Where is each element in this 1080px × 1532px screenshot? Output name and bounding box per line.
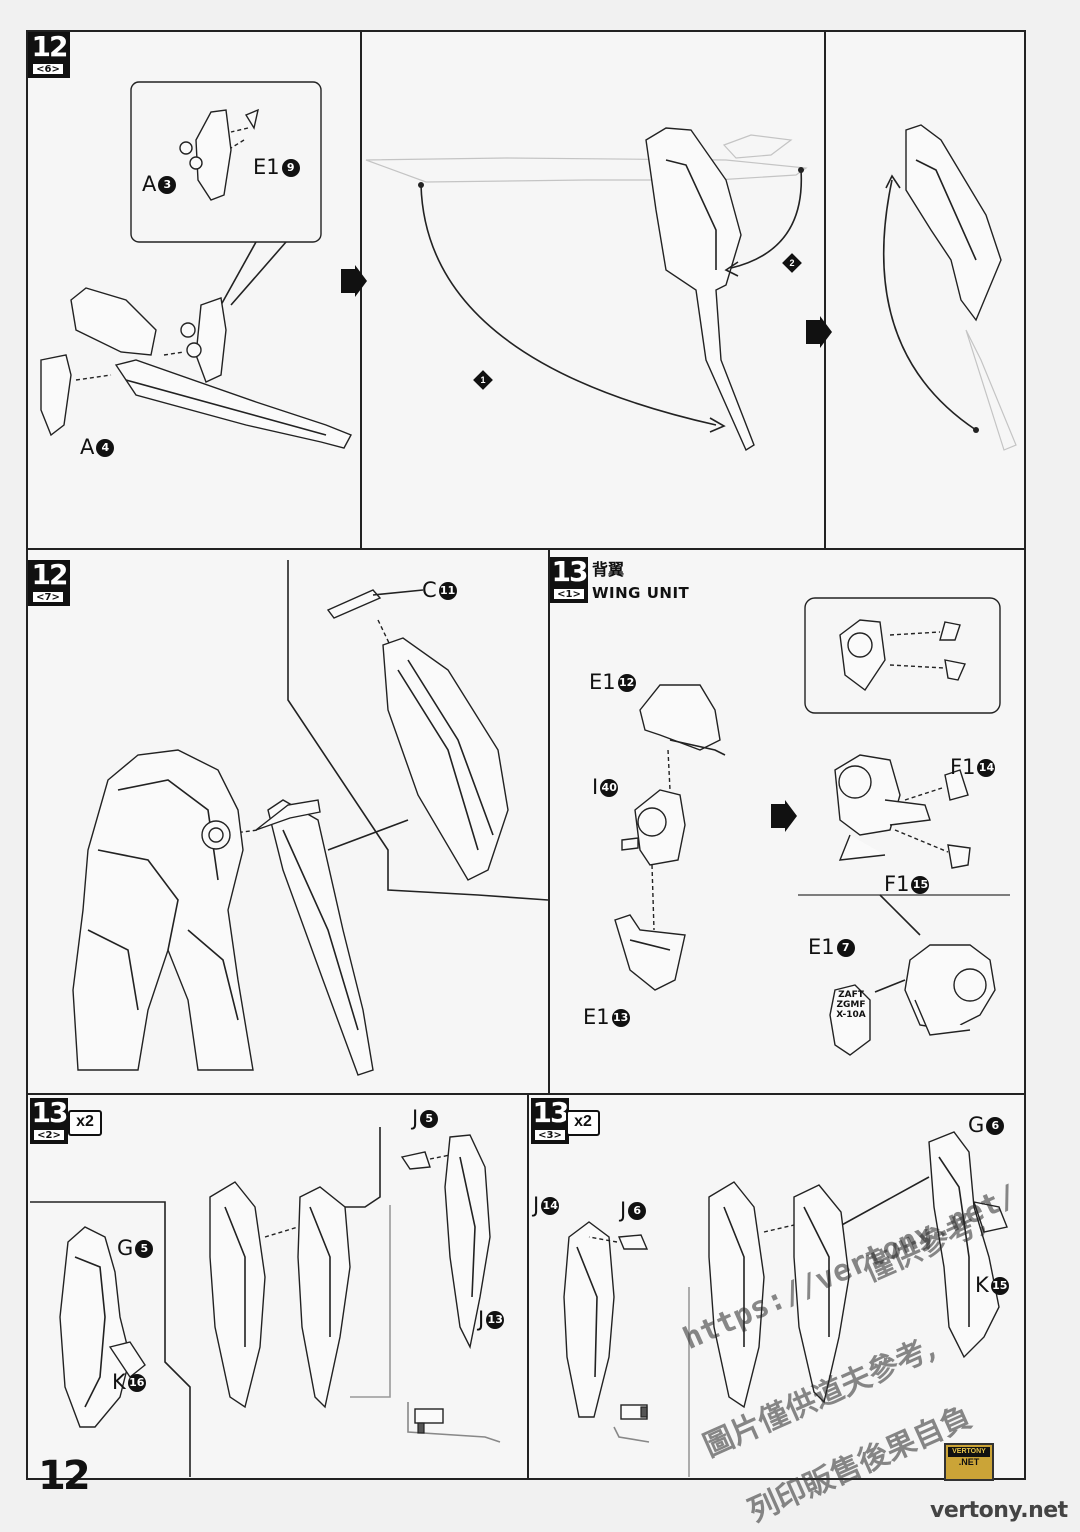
step-12-6-badge: 12 <6> bbox=[28, 32, 70, 78]
arrow-right-icon bbox=[771, 800, 797, 832]
step-sub: <2> bbox=[33, 1129, 65, 1141]
step-number: 12 bbox=[31, 30, 69, 63]
numbered-diamond-icon: 2 bbox=[782, 253, 802, 273]
multiplier-badge: x2 bbox=[566, 1110, 600, 1136]
arrow-right-icon bbox=[341, 265, 367, 297]
step-12-7-illustration bbox=[72, 560, 548, 1076]
step-title-en: WING UNIT bbox=[592, 584, 690, 602]
divider-col-b bbox=[824, 30, 826, 548]
step-13-2-illustration bbox=[30, 1127, 501, 1477]
step-number: 13 bbox=[532, 1096, 570, 1129]
arrow-right-icon bbox=[806, 316, 832, 348]
step-title-jp: 背翼 bbox=[592, 560, 625, 579]
step-sub: <7> bbox=[32, 591, 64, 603]
step-sub: <1> bbox=[553, 588, 585, 600]
step-13-1-badge: 13 <1> bbox=[550, 557, 588, 603]
divider-col-d bbox=[527, 1093, 529, 1480]
step-12-7-badge: 12 <7> bbox=[28, 560, 70, 606]
divider-row1 bbox=[26, 548, 1026, 550]
page-number: 12 bbox=[38, 1453, 91, 1499]
step-13-2-badge: 13 <2> bbox=[30, 1098, 68, 1144]
divider-row2 bbox=[26, 1093, 1026, 1095]
step-sub: <3> bbox=[534, 1129, 566, 1141]
step-sub: <6> bbox=[32, 63, 64, 75]
step-12-6-illustration bbox=[40, 81, 1017, 452]
step-13-1-illustration bbox=[614, 597, 1010, 1056]
numbered-diamond-icon: 1 bbox=[473, 370, 493, 390]
step-number: 13 bbox=[551, 555, 589, 588]
step-number: 12 bbox=[31, 558, 69, 591]
vertony-logo: VERTONY .NET bbox=[944, 1443, 994, 1481]
step-13-3-illustration bbox=[563, 1131, 1008, 1477]
multiplier-badge: x2 bbox=[68, 1110, 102, 1136]
divider-col-c bbox=[548, 548, 550, 1093]
decal-text: ZAFT ZGMF X-10A bbox=[836, 990, 866, 1020]
step-13-3-badge: 13 <3> bbox=[531, 1098, 569, 1144]
footer-url: vertony.net bbox=[930, 1498, 1068, 1523]
step-number: 13 bbox=[31, 1096, 69, 1129]
